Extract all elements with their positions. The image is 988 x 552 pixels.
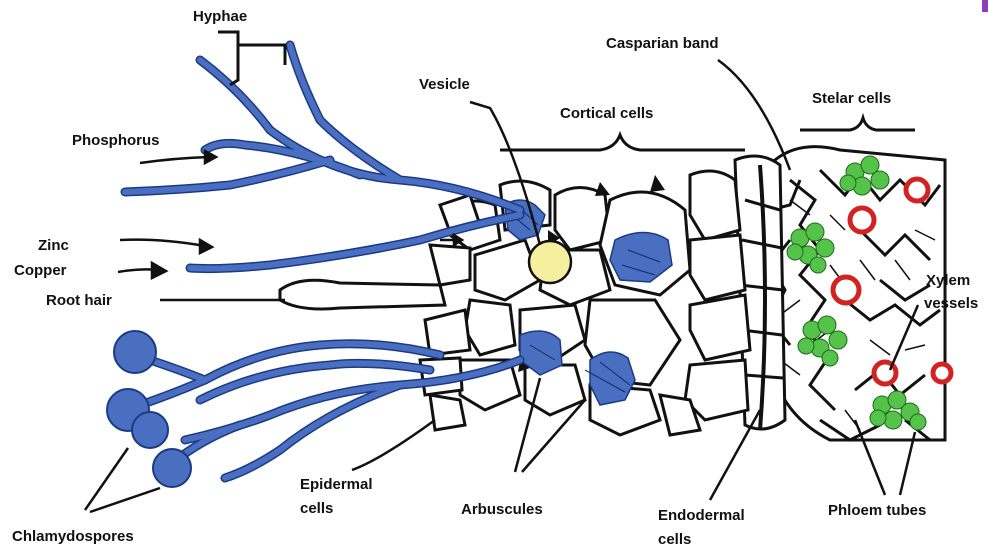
label-casparian-band: Casparian band	[606, 35, 719, 53]
label-xylem-line2: vessels	[924, 295, 978, 313]
cortical-cells-bracket	[500, 135, 745, 150]
chlamydospore-4	[153, 449, 191, 487]
label-vesicle: Vesicle	[419, 76, 470, 94]
copper-arrow-icon	[152, 263, 166, 278]
label-epidermal-line1: Epidermal	[300, 476, 373, 494]
cortical-cells	[430, 171, 750, 435]
label-phloem-tubes: Phloem tubes	[828, 502, 926, 520]
xylem-vessel-5	[933, 364, 951, 382]
label-hyphae: Hyphae	[193, 8, 247, 26]
xylem-vessel-3	[833, 277, 859, 303]
chlamydospores	[107, 331, 191, 487]
label-endodermal-line1: Endodermal	[658, 507, 745, 525]
label-phosphorus: Phosphorus	[72, 132, 160, 150]
zinc-arrow-icon	[200, 240, 212, 253]
chlamydospore-1	[114, 331, 156, 373]
vesicle	[529, 241, 571, 283]
label-stelar-cells: Stelar cells	[812, 90, 891, 108]
label-xylem-line1: Xylem	[926, 272, 970, 290]
label-epidermal-line2: cells	[300, 500, 333, 518]
xylem-vessel-1	[906, 179, 928, 201]
label-copper: Copper	[14, 262, 67, 280]
label-endodermal-line2: cells	[658, 531, 691, 549]
label-cortical-cells: Cortical cells	[560, 105, 653, 123]
label-zinc: Zinc	[38, 237, 69, 255]
epidermal-leader	[352, 420, 435, 470]
chlamydospore-leader-2	[90, 488, 160, 512]
stelar-cells-bracket	[800, 118, 915, 130]
label-arbuscules: Arbuscules	[461, 501, 543, 519]
phosphorus-arrow-icon	[205, 151, 216, 163]
endodermal-leader	[710, 410, 760, 500]
casparian-leader	[718, 60, 790, 170]
label-root-hair: Root hair	[46, 292, 112, 310]
chlamydospore-3	[132, 412, 168, 448]
label-chlamydospores: Chlamydospores	[12, 528, 134, 546]
hyphae-bracket	[218, 32, 285, 85]
xylem-vessel-2	[850, 208, 874, 232]
